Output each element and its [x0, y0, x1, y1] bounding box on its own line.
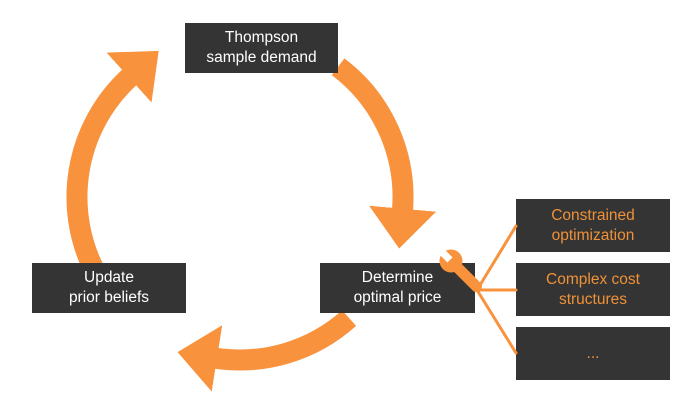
cycle-node-update-prior-beliefs: Update prior beliefs — [32, 263, 186, 313]
cycle-arrow-price-to-update — [177, 310, 357, 392]
cycle-arrow-sample-to-price — [331, 58, 437, 249]
callout-ellipsis: ... — [516, 327, 670, 380]
cycle-arrow-update-to-sample — [66, 50, 159, 284]
callout-label: Constrained optimization — [551, 206, 635, 244]
cycle-node-thompson-sample-demand: Thompson sample demand — [185, 23, 338, 73]
callout-constrained-optimization: Constrained optimization — [516, 199, 670, 252]
cycle-node-label: Thompson sample demand — [206, 29, 317, 66]
callout-complex-cost-structures: Complex cost structures — [516, 263, 670, 316]
callout-label: Complex cost structures — [546, 270, 640, 308]
cycle-node-label: Determine optimal price — [353, 269, 442, 306]
callout-label: ... — [586, 344, 600, 362]
cycle-node-determine-optimal-price: Determine optimal price — [320, 263, 475, 313]
cycle-node-label: Update prior beliefs — [68, 269, 150, 306]
